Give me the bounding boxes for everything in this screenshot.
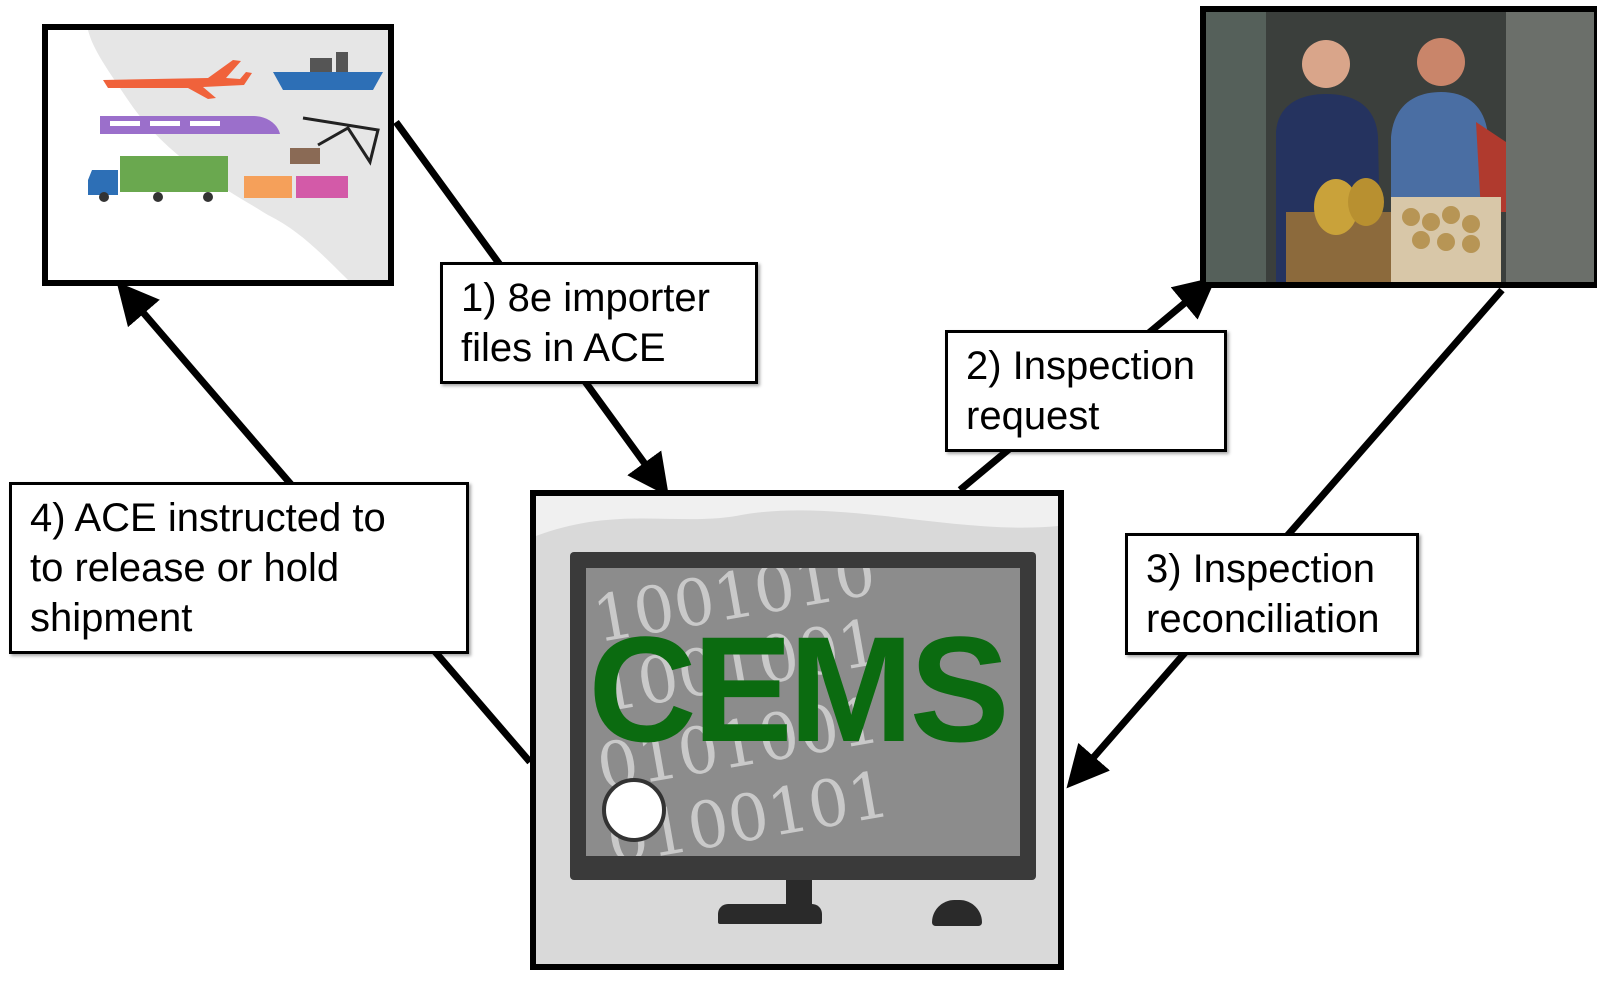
step-3-line-1: 3) Inspection [1146,547,1376,591]
step-1-line-2: files in ACE [461,326,666,370]
monitor-screen: 1001010 1001001 0101001 0100101 [586,568,1020,856]
kiwi-box [1391,197,1501,282]
step-1-label: 1) 8e importer files in ACE [440,262,758,384]
seal-icon [602,778,666,842]
step-4-line-1: 4) ACE instructed to [30,496,386,540]
step-3-line-2: reconciliation [1146,597,1380,641]
shelving [1206,12,1266,282]
inspection-scene [1206,12,1594,282]
cems-system-panel: 1001010 1001001 0101001 0100101 CEMS [530,490,1064,970]
monitor-stand [786,880,812,906]
monitor-base [718,904,822,924]
airplane-icon [103,60,252,99]
step-1-line-1: 1) 8e importer [461,276,710,320]
step-2-label: 2) Inspection request [945,330,1227,452]
step-2-line-2: request [966,394,1100,438]
map-background [88,30,388,280]
train-icon [100,116,280,134]
step-4-line-3: shipment [30,596,193,640]
cems-title: CEMS [588,605,1009,773]
step-2-line-1: 2) Inspection [966,344,1196,388]
ship-icon [273,52,383,90]
truck-icon [88,156,228,202]
monitor-icon: 1001010 1001001 0101001 0100101 [570,552,1036,880]
transport-modes-image [42,24,394,286]
step-4-line-2: to release or hold [30,546,340,590]
door-panel [1506,12,1594,282]
crane-icon [290,116,380,166]
containers-icon [244,176,348,198]
inspection-photo [1200,6,1597,288]
transport-illustration [88,30,388,280]
step-3-label: 3) Inspection reconciliation [1125,533,1419,655]
mouse-icon [932,900,982,926]
step-4-label: 4) ACE instructed to to release or hold … [9,482,469,654]
